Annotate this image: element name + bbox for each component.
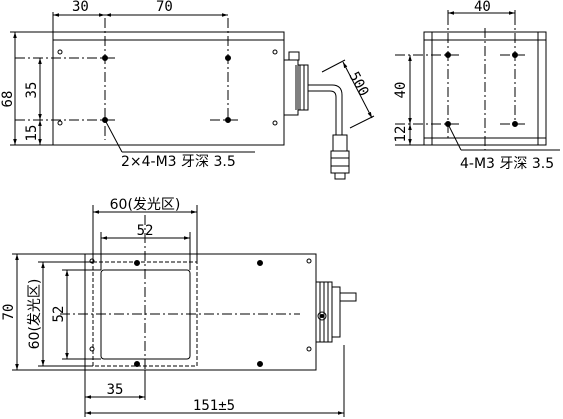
dim-top-middle: 70 [156, 0, 173, 15]
front-view-body [84, 253, 317, 371]
mounting-hole [102, 55, 108, 61]
side-hole-callout: 4-M3 牙深 3.5 [460, 156, 554, 172]
screw-hole [306, 258, 312, 264]
screw-hole [306, 346, 312, 352]
dim-front-height: 70 [1, 304, 17, 321]
dim-front-length: 151±5 [193, 398, 235, 414]
front-view [12, 205, 357, 417]
dim-top-upper: 35 [24, 82, 40, 99]
mounting-hole [445, 52, 451, 58]
top-view-body [52, 31, 285, 146]
top-view [10, 12, 375, 180]
cable [308, 84, 343, 135]
front-connector-shaft [339, 292, 357, 302]
screw-hole [57, 120, 63, 126]
front-connector-knob [317, 311, 327, 321]
mounting-hole [134, 260, 140, 266]
callout-leader [447, 123, 462, 151]
screw-hole [57, 49, 63, 55]
top-hole-callout: 2×4-M3 牙深 3.5 [121, 154, 236, 170]
dim-front-emit-width: 60(发光区) [110, 197, 181, 213]
dim-line [342, 61, 373, 119]
screw-hole [272, 120, 278, 126]
side-view [395, 10, 560, 151]
dim-front-offset: 35 [107, 382, 124, 398]
screw-hole [272, 49, 278, 55]
callout-leader [104, 119, 123, 153]
dim-front-inner-width: 52 [137, 223, 154, 239]
dim-front-inner-height: 52 [51, 306, 67, 323]
dim-side-lower: 12 [393, 126, 409, 143]
mounting-hole [134, 361, 140, 367]
side-view-text: 40 40 12 4-M3 牙深 3.5 [393, 0, 554, 172]
connector-plate [297, 64, 309, 111]
cable-plug [332, 134, 348, 152]
mounting-hole [257, 361, 263, 367]
connector-nut [288, 51, 300, 61]
mounting-hole [225, 55, 231, 61]
mounting-hole [512, 52, 518, 58]
dim-front-emit-height: 60(发光区) [27, 279, 43, 350]
screw-hole [89, 346, 95, 352]
dim-top-left: 30 [72, 0, 89, 15]
mounting-hole [512, 121, 518, 127]
dim-top-height: 68 [0, 91, 16, 108]
dim-side-width: 40 [474, 0, 491, 15]
dim-top-lower: 15 [24, 125, 40, 142]
dim-cable-length: 500 [346, 69, 372, 99]
dim-side-height: 40 [393, 82, 409, 99]
front-view-text: 60(发光区) 52 70 60(发光区) 52 35 151±5 [1, 197, 235, 414]
screw-hole [89, 258, 95, 264]
mounting-hole [225, 117, 231, 123]
mounting-hole [257, 260, 263, 266]
